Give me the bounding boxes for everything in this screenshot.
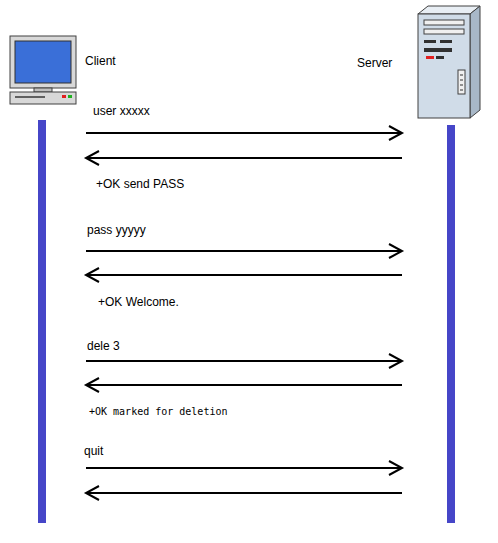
message-label: user xxxxx xyxy=(92,104,151,118)
message-label: pass yyyyy xyxy=(86,223,147,237)
client-computer-icon xyxy=(10,36,76,104)
message-arrow xyxy=(86,461,402,475)
message-arrow xyxy=(86,378,402,392)
message-label: dele 3 xyxy=(86,339,121,353)
participant-name: Server xyxy=(357,56,392,70)
message-label: +OK Welcome. xyxy=(97,295,180,309)
message-arrow xyxy=(86,268,402,282)
message-label: quit xyxy=(83,444,104,458)
server-tower-icon xyxy=(418,6,480,118)
message-arrow xyxy=(86,486,402,500)
server-lifeline xyxy=(447,125,455,523)
participant-name: Client xyxy=(85,54,116,68)
message-label: +OK marked for deletion xyxy=(88,406,228,417)
participant: Client xyxy=(30,30,86,525)
message-label: +OK send PASS xyxy=(95,177,185,191)
message-arrow xyxy=(86,126,402,140)
client-lifeline xyxy=(38,120,46,523)
message-arrow xyxy=(86,151,402,165)
message-arrow xyxy=(86,354,402,368)
message-arrow xyxy=(86,244,402,258)
participant: Server xyxy=(402,30,482,525)
